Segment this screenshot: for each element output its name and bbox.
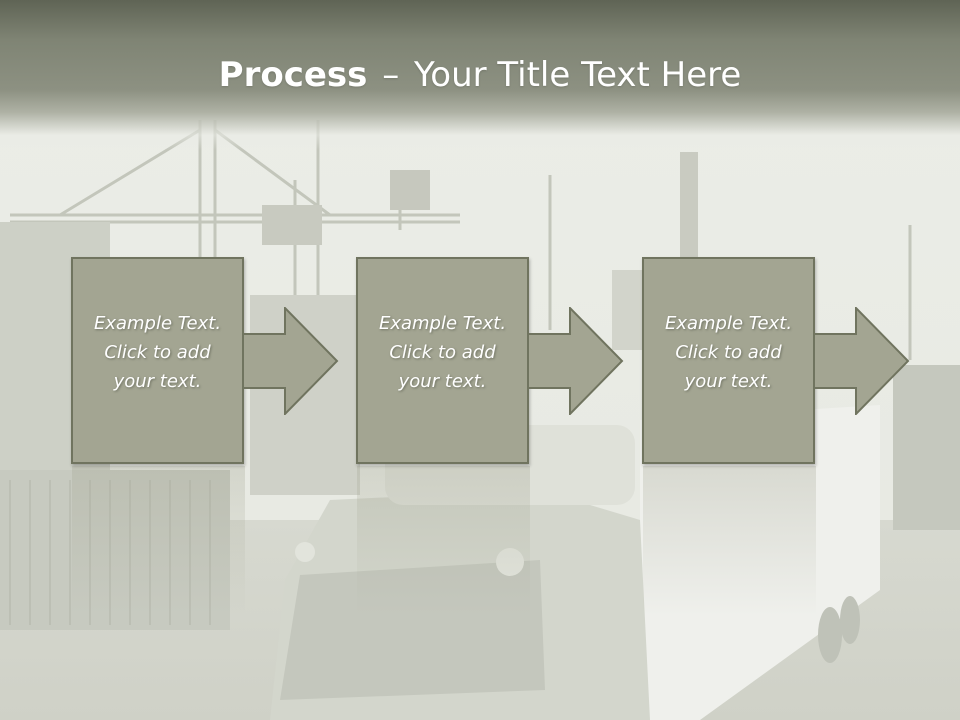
arrow-right-icon bbox=[814, 307, 910, 415]
process-step-3-box[interactable]: Example Text. Click to add your text. bbox=[642, 257, 815, 464]
title-rest: Your Title Text Here bbox=[414, 55, 742, 95]
title-band bbox=[0, 0, 960, 150]
title-bold-part: Process bbox=[218, 55, 368, 95]
process-step-2-text[interactable]: Example Text. Click to add your text. bbox=[378, 313, 507, 392]
step-3-reflection bbox=[643, 466, 816, 616]
arrow-right-icon bbox=[243, 307, 339, 415]
process-step-1-box[interactable]: Example Text. Click to add your text. bbox=[71, 257, 244, 464]
title-dash: – bbox=[382, 55, 400, 95]
process-step-1-text[interactable]: Example Text. Click to add your text. bbox=[93, 313, 222, 392]
step-2-reflection bbox=[357, 466, 530, 616]
process-step-3-text[interactable]: Example Text. Click to add your text. bbox=[664, 313, 793, 392]
step-1-reflection bbox=[72, 466, 245, 616]
process-step-2-box[interactable]: Example Text. Click to add your text. bbox=[356, 257, 529, 464]
arrow-right-icon bbox=[528, 307, 624, 415]
slide-title[interactable]: Process – Your Title Text Here bbox=[0, 52, 960, 98]
